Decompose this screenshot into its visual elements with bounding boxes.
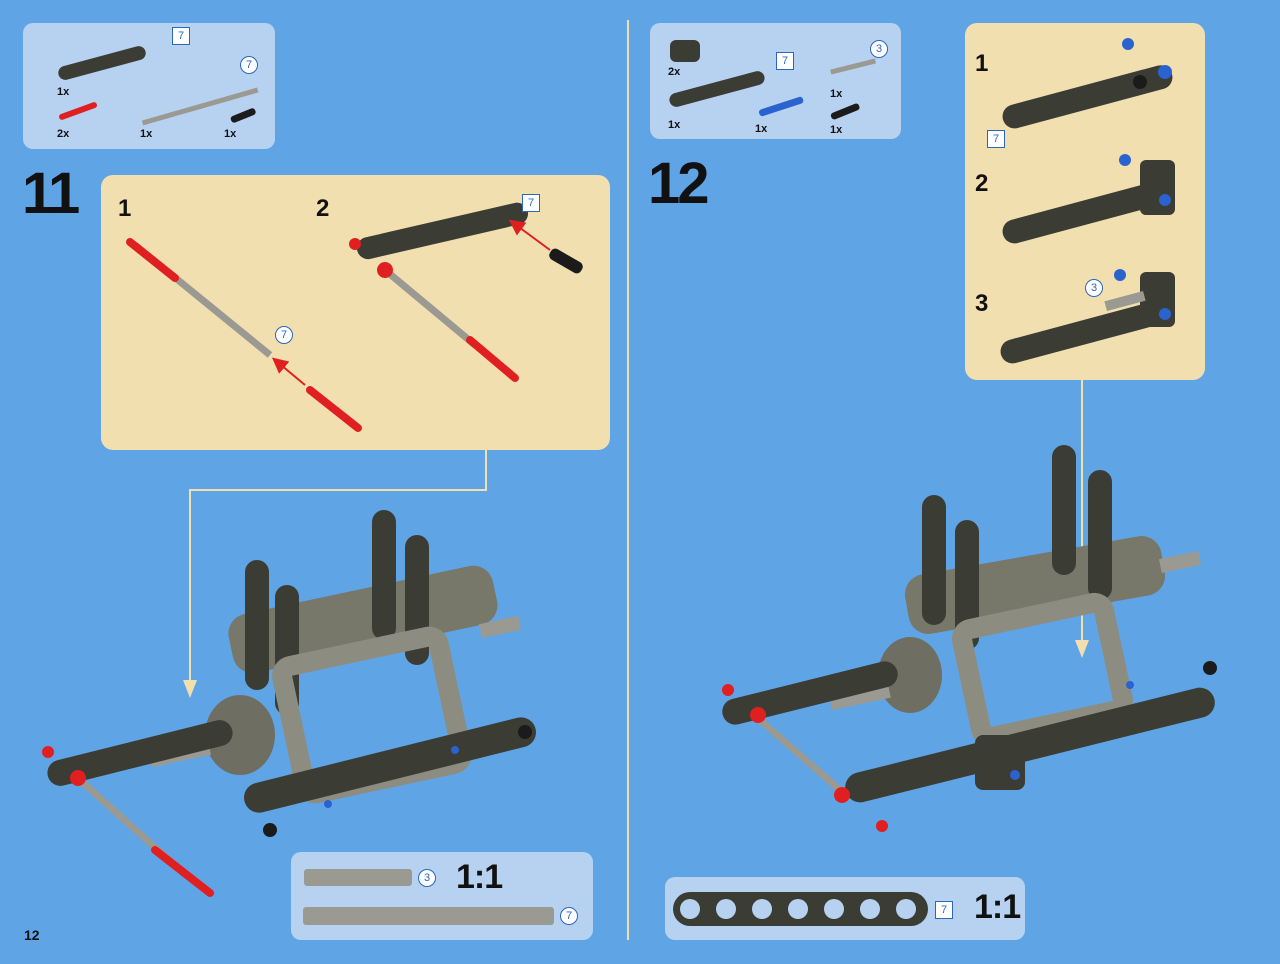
- step-number: 11: [22, 161, 80, 226]
- parts-list-12-art: [669, 40, 877, 120]
- part-qty: 2x: [57, 128, 70, 140]
- part-qty: 1x: [668, 119, 681, 131]
- page-divider: [627, 20, 629, 940]
- parts-list-11-art: [58, 46, 259, 126]
- model-11-art: [42, 510, 536, 897]
- dark-beam-7-icon: [58, 46, 146, 80]
- substep-number: 2: [975, 170, 989, 197]
- substep-number: 1: [975, 50, 989, 77]
- black-axle-joiner-icon: [830, 103, 860, 120]
- length-callout: 7: [522, 194, 540, 212]
- callout-connector-line: [189, 450, 487, 690]
- substep-number: 2: [316, 195, 330, 222]
- part-qty: 1x: [140, 128, 153, 140]
- part-qty: 1x: [830, 88, 843, 100]
- part-qty: 2x: [668, 66, 681, 78]
- length-callout: 7: [935, 901, 953, 919]
- substep-number: 3: [975, 290, 989, 317]
- scale-beam-7-icon: [673, 892, 928, 926]
- scale-axle-3-icon: [304, 869, 412, 886]
- length-callout: 3: [1085, 279, 1103, 297]
- length-callout: 7: [560, 907, 578, 925]
- part-qty: 1x: [224, 128, 237, 140]
- length-callout: 7: [776, 52, 794, 70]
- scale-axle-7-icon: [303, 907, 554, 925]
- length-callout: 7: [987, 130, 1005, 148]
- substep-number: 1: [118, 195, 132, 222]
- blue-axle-pin-icon: [758, 96, 804, 117]
- grey-axle-7-icon: [141, 87, 259, 126]
- length-callout: 3: [418, 869, 436, 887]
- length-callout: 7: [275, 326, 293, 344]
- black-axle-joiner-icon: [230, 108, 256, 123]
- substep-12-art: [1000, 38, 1175, 364]
- part-qty: 1x: [755, 123, 768, 135]
- scale-ratio: 1:1: [974, 888, 1021, 926]
- scale-ratio: 1:1: [456, 858, 503, 896]
- step-number: 12: [648, 151, 709, 216]
- dark-beam-7-icon: [669, 71, 765, 107]
- part-qty: 1x: [57, 86, 70, 98]
- red-axle-pin-icon: [59, 102, 97, 120]
- substep-11-art: [126, 202, 583, 432]
- length-callout: 7: [240, 56, 258, 74]
- length-callout: 7: [172, 27, 190, 45]
- length-callout: 3: [870, 40, 888, 58]
- page-number: 12: [24, 927, 40, 943]
- dark-connector-icon: [670, 40, 700, 62]
- part-qty: 1x: [830, 124, 843, 136]
- model-12-art: [722, 445, 1217, 832]
- grey-axle-3-icon: [830, 58, 877, 75]
